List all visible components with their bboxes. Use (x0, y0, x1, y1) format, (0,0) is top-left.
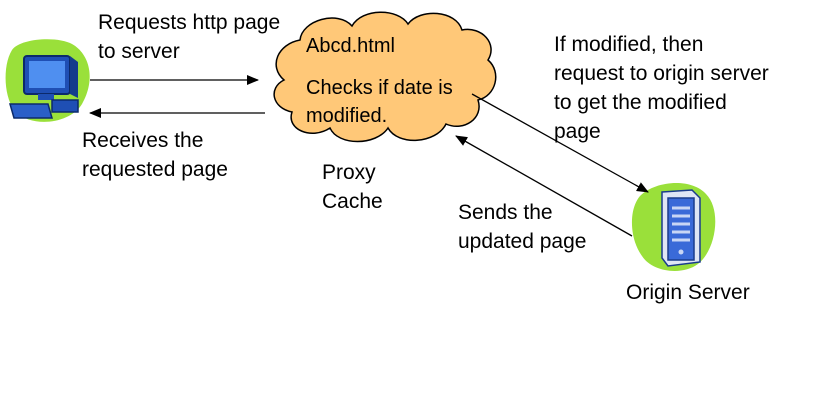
proxy-cache-caption: Proxy Cache (322, 161, 383, 213)
proxy-check-label: Checks if date is modified. (306, 77, 453, 127)
origin-to-proxy-arrow (455, 135, 633, 237)
client-receive-label: Receives the requested page (82, 129, 228, 181)
origin-server-caption: Origin Server (626, 281, 750, 304)
desktop-computer-icon (5, 39, 90, 122)
origin-request-label: If modified, then request to origin serv… (554, 33, 769, 143)
proxy-cache-cloud (273, 11, 497, 143)
origin-response-label: Sends the updated page (458, 201, 587, 253)
server-tower-icon (631, 182, 716, 271)
client-request-label: Requests http page to server (98, 11, 281, 63)
proxy-to-origin-arrow (471, 93, 649, 193)
proxy-file-label: Abcd.html (306, 35, 395, 57)
